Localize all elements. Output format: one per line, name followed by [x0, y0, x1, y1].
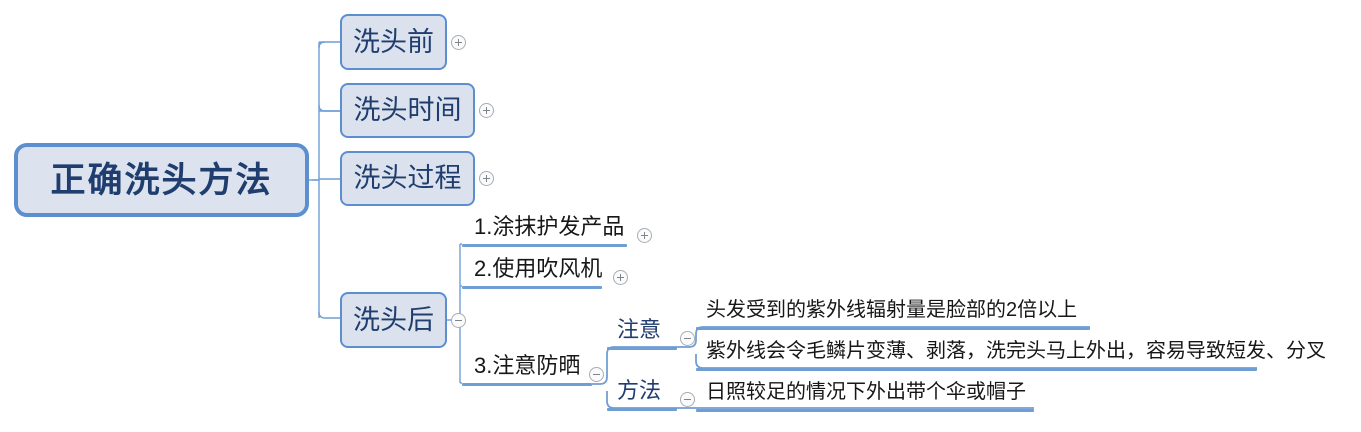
underline-uv-radiation	[696, 327, 1090, 330]
item-sun-protection[interactable]: 3.注意防晒	[474, 355, 580, 381]
plus-icon-use-hair-dryer[interactable]	[613, 270, 628, 285]
branch-node-before-wash[interactable]: 洗头前	[340, 14, 447, 70]
item-label: 2.使用吹风机	[474, 256, 603, 281]
underline-notice	[607, 347, 677, 350]
plus-icon-wash-process[interactable]	[479, 171, 494, 186]
underline-cuticle-damage	[696, 368, 1257, 371]
underline-method	[607, 408, 677, 411]
leaf-label: 日照较足的情况下外出带个伞或帽子	[706, 381, 1026, 403]
minus-icon-sun-protection[interactable]	[589, 367, 604, 382]
underline-use-hair-dryer	[462, 286, 602, 289]
item-notice[interactable]: 注意	[617, 319, 661, 345]
item-method[interactable]: 方法	[617, 380, 661, 406]
leaf-cuticle-damage[interactable]: 紫外线会令毛鳞片变薄、剥落，洗完头马上外出，容易导致短发、分叉	[706, 341, 1326, 365]
underline-apply-hair-product	[462, 244, 627, 247]
branch-node-wash-process[interactable]: 洗头过程	[340, 151, 475, 206]
plus-icon-wash-time[interactable]	[479, 103, 494, 118]
branch-label: 洗头时间	[353, 95, 462, 125]
root-node-label: 正确洗头方法	[50, 160, 273, 200]
plus-icon-before-wash[interactable]	[451, 35, 466, 50]
item-apply-hair-product[interactable]: 1.涂抹护发产品	[474, 216, 624, 242]
minus-icon-after-wash[interactable]	[451, 313, 466, 328]
item-label: 方法	[617, 378, 662, 403]
minus-icon-notice[interactable]	[680, 331, 695, 346]
leaf-label: 紫外线会令毛鳞片变薄、剥落，洗完头马上外出，容易导致短发、分叉	[706, 340, 1326, 362]
branch-label: 洗头过程	[353, 163, 462, 193]
branch-label: 洗头后	[353, 304, 434, 335]
branch-node-after-wash[interactable]: 洗头后	[340, 292, 447, 348]
underline-umbrella-or-hat	[696, 409, 1034, 412]
plus-icon-apply-hair-product[interactable]	[637, 228, 652, 243]
branch-label: 洗头前	[353, 26, 434, 57]
root-node[interactable]: 正确洗头方法	[14, 143, 309, 217]
item-use-hair-dryer[interactable]: 2.使用吹风机	[474, 258, 602, 284]
item-label: 3.注意防晒	[474, 353, 581, 378]
branch-node-wash-time[interactable]: 洗头时间	[340, 83, 475, 138]
minus-icon-method[interactable]	[680, 392, 695, 407]
leaf-umbrella-or-hat[interactable]: 日照较足的情况下外出带个伞或帽子	[706, 382, 1026, 406]
leaf-label: 头发受到的紫外线辐射量是脸部的2倍以上	[706, 299, 1078, 321]
leaf-uv-radiation[interactable]: 头发受到的紫外线辐射量是脸部的2倍以上	[706, 300, 1077, 324]
item-label: 注意	[617, 317, 662, 342]
item-label: 1.涂抹护发产品	[474, 214, 625, 239]
underline-sun-protection	[462, 383, 592, 386]
